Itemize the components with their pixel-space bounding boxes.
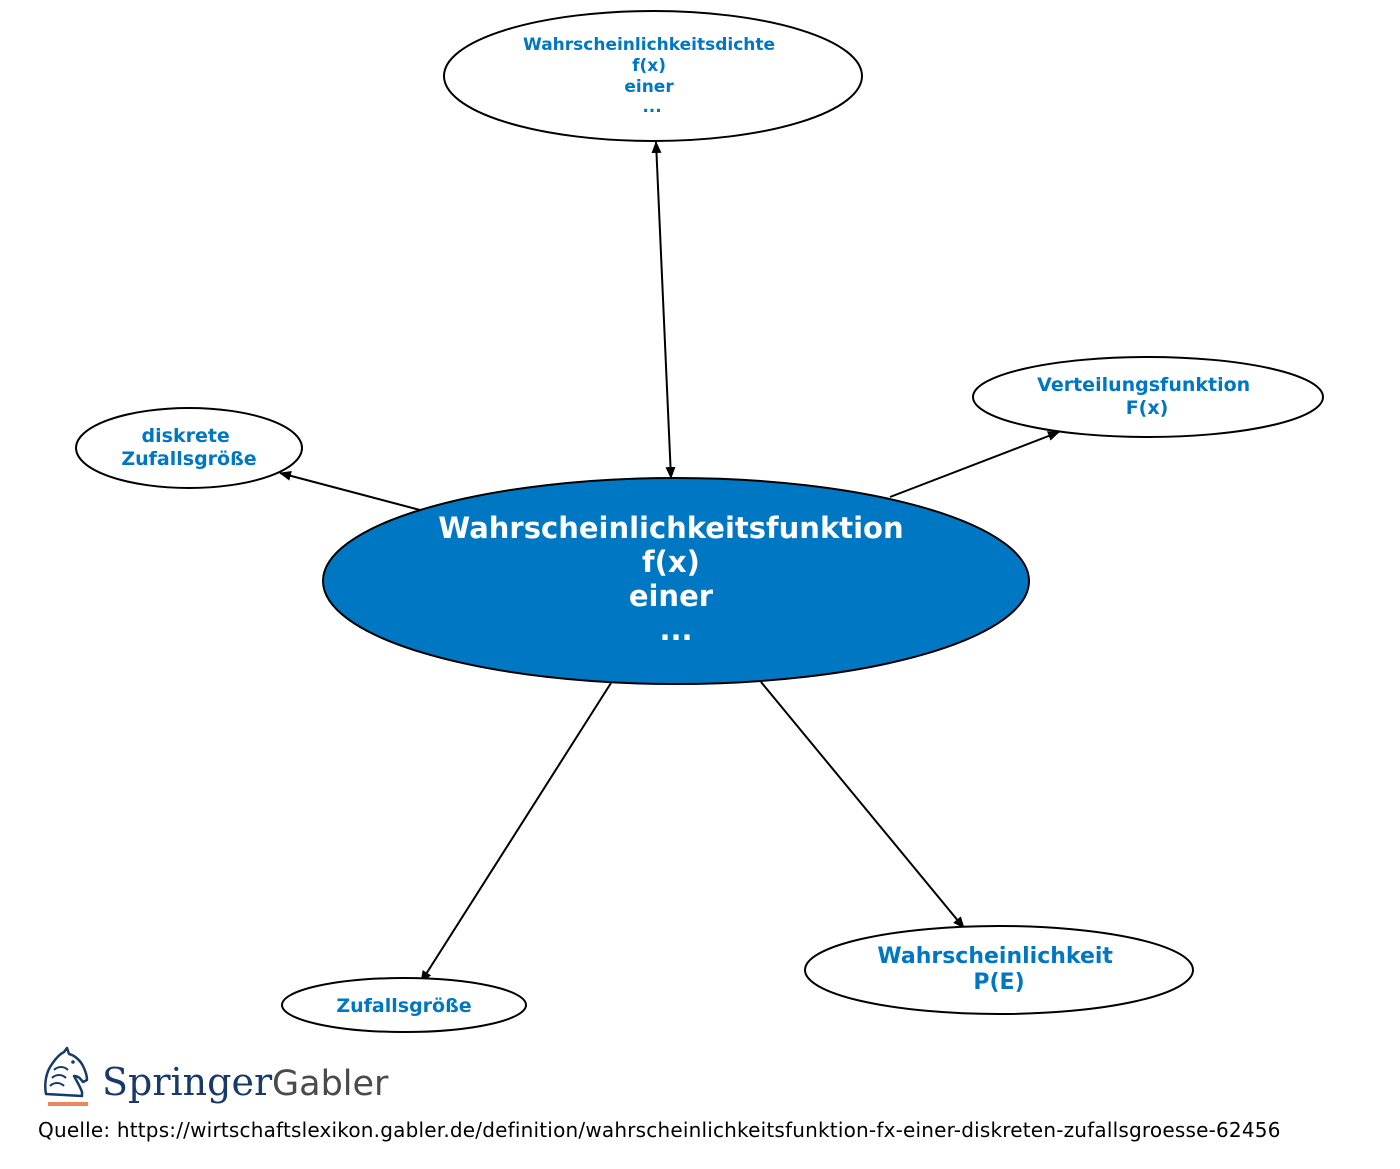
edge-central-to-dichte xyxy=(651,141,676,479)
node-central-line-2: f(x) xyxy=(642,545,700,579)
svg-text:Wahrscheinlichkeitsfunktion: Wahrscheinlichkeitsfunktion f(x) einer .… xyxy=(438,511,913,647)
source-url-text: Quelle: https://wirtschaftslexikon.gable… xyxy=(38,1118,1281,1142)
node-dichte-line-1: Wahrscheinlichkeitsdichte xyxy=(523,35,775,55)
node-wahrsch-line-2: P(E) xyxy=(973,970,1024,995)
node-central-line-4: ... xyxy=(659,613,692,647)
node-dichte-line-3: einer xyxy=(624,77,674,97)
svg-text:Zufallsgröße: Zufallsgröße xyxy=(336,995,471,1017)
logo-springer-text: Springer xyxy=(102,1060,273,1104)
node-diskrete-line-2: Zufallsgröße xyxy=(121,448,256,470)
edge-central-to-wahrsch xyxy=(760,681,965,929)
node-diskrete-line-1: diskrete xyxy=(142,425,230,447)
knight-horse-icon xyxy=(44,1046,89,1106)
node-zufall-line-1: Zufallsgröße xyxy=(336,995,471,1017)
svg-text:Wahrscheinlichkeit P(E): Wahrscheinlichkeit P(E) xyxy=(877,944,1120,995)
node-diskrete[interactable]: diskrete Zufallsgröße xyxy=(75,407,303,489)
edge-central-to-verteilung xyxy=(889,431,1060,498)
node-dichte-line-4: ... xyxy=(642,97,661,117)
concept-diagram: Wahrscheinlichkeitsdichte f(x) einer ...… xyxy=(75,10,1324,1033)
node-dichte-line-2: f(x) xyxy=(632,56,666,76)
logo-gabler-text: Gabler xyxy=(272,1064,389,1104)
svg-text:Verteilungsfunktion F(x): Verteilungsfunktion F(x) xyxy=(1037,374,1257,419)
edge-group xyxy=(279,141,1060,983)
edge-central-to-diskrete xyxy=(279,470,421,511)
node-verteilung[interactable]: Verteilungsfunktion F(x) xyxy=(972,356,1324,438)
node-central-line-3: einer xyxy=(629,579,714,613)
node-verteilung-line-1: Verteilungsfunktion xyxy=(1037,374,1250,396)
node-central-line-1: Wahrscheinlichkeitsfunktion xyxy=(438,511,903,545)
edge-central-to-zufall xyxy=(420,682,612,983)
svg-text:diskrete Zufallsgröße: diskrete Zufallsgröße xyxy=(121,425,256,470)
node-dichte[interactable]: Wahrscheinlichkeitsdichte f(x) einer ... xyxy=(443,10,863,142)
node-wahrsch[interactable]: Wahrscheinlichkeit P(E) xyxy=(804,925,1194,1015)
node-zufall[interactable]: Zufallsgröße xyxy=(281,977,527,1033)
node-wahrsch-line-1: Wahrscheinlichkeit xyxy=(877,944,1113,969)
node-central[interactable]: Wahrscheinlichkeitsfunktion f(x) einer .… xyxy=(322,477,1030,685)
springer-gabler-logo: Springer Gabler xyxy=(38,1046,398,1112)
svg-text:Wahrscheinlichkeitsdichte: Wahrscheinlichkeitsdichte f(x) einer ... xyxy=(523,35,781,117)
node-verteilung-line-2: F(x) xyxy=(1126,397,1169,419)
